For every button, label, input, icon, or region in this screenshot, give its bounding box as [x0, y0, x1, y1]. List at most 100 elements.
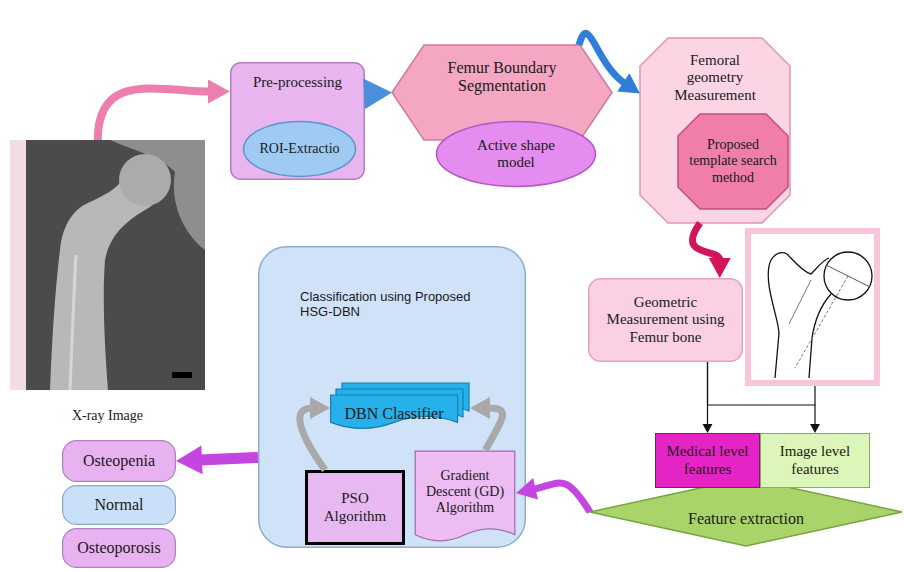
classifier-stack: DBN Classifier [330, 383, 470, 433]
feature-box: Image level features [760, 433, 870, 488]
node-label: Active shape model [461, 137, 571, 172]
process-hexagon: Femur Boundary Segmentation [392, 45, 612, 140]
process-ellipse: ROI-Extractio [242, 120, 357, 178]
femur-outline [809, 294, 831, 378]
octagon-outline [678, 114, 788, 209]
node-label: Classification using Proposed HSG-DBN [300, 290, 500, 320]
femoral-head [119, 154, 171, 206]
connector-line [692, 223, 719, 260]
connector [516, 478, 590, 512]
node-label: Osteoporosis [77, 539, 161, 557]
label-wrap: Active shape model [435, 120, 597, 188]
feature-box: Medical level features [655, 433, 760, 488]
node-label: X-ray Image [72, 408, 143, 424]
box-outline [63, 529, 176, 568]
box-outline [259, 247, 526, 548]
xray-image: X-ray Image [10, 140, 205, 430]
box-outline [231, 63, 365, 180]
connector [708, 362, 820, 433]
arrow-head [208, 79, 230, 103]
xray-image-shape [10, 140, 205, 430]
node-label: Image level features [765, 443, 865, 478]
xray-border [10, 140, 26, 390]
output-box: Normal [62, 485, 176, 525]
label-wrap: Gradient Descent (GD) Algorithm [414, 450, 516, 546]
box-outline [307, 472, 404, 544]
label-wrap: Femoral geometry Measurement [640, 38, 790, 223]
connector-line [199, 457, 258, 460]
node-label: Medical level features [659, 443, 757, 478]
connector [692, 223, 730, 278]
process-box: Pre-processingROI-Extractio [230, 62, 365, 180]
connector [363, 79, 392, 110]
arrow-head [810, 424, 820, 433]
label-wrap: Geometric Measurement using Femur bone [588, 278, 743, 362]
method-octagon: Proposed template search method [678, 114, 788, 209]
connector-line [98, 88, 210, 140]
label-wrap: Medical level features [655, 433, 760, 488]
process-diamond: Feature extraction [590, 478, 902, 546]
box-outline [63, 486, 176, 525]
box-outline [761, 434, 870, 488]
document-outline [331, 395, 458, 428]
neck-axis [789, 280, 811, 324]
node-label: Proposed template search method [687, 137, 779, 185]
method-ellipse: Active shape model [435, 120, 597, 188]
algorithm-box: PSO Algorithm [305, 470, 405, 545]
node-label: Pre-processing [253, 74, 342, 91]
label-wrap: Femur Boundary Segmentation [392, 45, 612, 140]
pelvis-bone [110, 140, 205, 250]
connector-line [708, 362, 815, 425]
box-outline [656, 434, 760, 488]
ellipse-outline [244, 122, 356, 177]
arrow-head [176, 446, 203, 475]
femur-outline [768, 253, 829, 378]
output-box: Osteoporosis [62, 528, 176, 568]
node-label: PSO Algorithm [311, 490, 399, 525]
group-panel: Classification using Proposed HSG-DBN DBN… [258, 246, 526, 548]
connector [98, 79, 230, 140]
node-label: Osteopenia [83, 452, 155, 470]
node-label: Geometric Measurement using Femur bone [596, 294, 736, 346]
process-octagon: Femoral geometry MeasurementProposed tem… [640, 38, 790, 223]
node-label: Femur Boundary Segmentation [427, 59, 577, 96]
node-label: DBN Classifier [344, 405, 443, 423]
node-label: Normal [95, 496, 144, 514]
ellipse-outline [437, 122, 596, 187]
label-wrap: Feature extraction [590, 478, 902, 546]
label-wrap: Image level features [760, 433, 870, 488]
connector-line [534, 483, 590, 512]
femur-drawing [768, 252, 872, 378]
node-label: Feature extraction [688, 510, 804, 528]
output-box: Osteopenia [62, 440, 176, 482]
node-label: ROI-Extractio [259, 141, 339, 157]
scale-bar [172, 372, 192, 378]
leader-stem [814, 386, 815, 405]
octagon-outline [640, 38, 790, 223]
label-wrap: Pre-processing [230, 62, 365, 180]
label-wrap: PSO Algorithm [305, 470, 405, 545]
label-wrap: Proposed template search method [678, 114, 788, 209]
xray-background [10, 140, 205, 390]
arrow-head [363, 79, 392, 110]
arrow-head [703, 424, 713, 433]
label-wrap: Normal [62, 485, 176, 525]
process-box: Geometric Measurement using Femur bone [588, 278, 743, 362]
arrow-head [617, 73, 640, 93]
femur-axis [795, 276, 848, 368]
label-wrap: X-ray Image [10, 140, 205, 430]
node-label: Femoral geometry Measurement [665, 52, 765, 104]
picture-frame [748, 231, 877, 383]
diamond-outline [590, 478, 902, 546]
label-wrap: DBN Classifier [330, 383, 470, 433]
cortex-line [70, 255, 76, 390]
label-wrap: Osteoporosis [62, 528, 176, 568]
node-label: Gradient Descent (GD) Algorithm [422, 468, 508, 516]
document-outline [415, 451, 515, 541]
label-wrap: Osteopenia [62, 440, 176, 482]
box-outline [63, 441, 176, 482]
connector [176, 446, 258, 475]
arrow-head [709, 258, 731, 278]
box-outline [589, 279, 743, 362]
algorithm-document: Gradient Descent (GD) Algorithm [414, 450, 516, 546]
